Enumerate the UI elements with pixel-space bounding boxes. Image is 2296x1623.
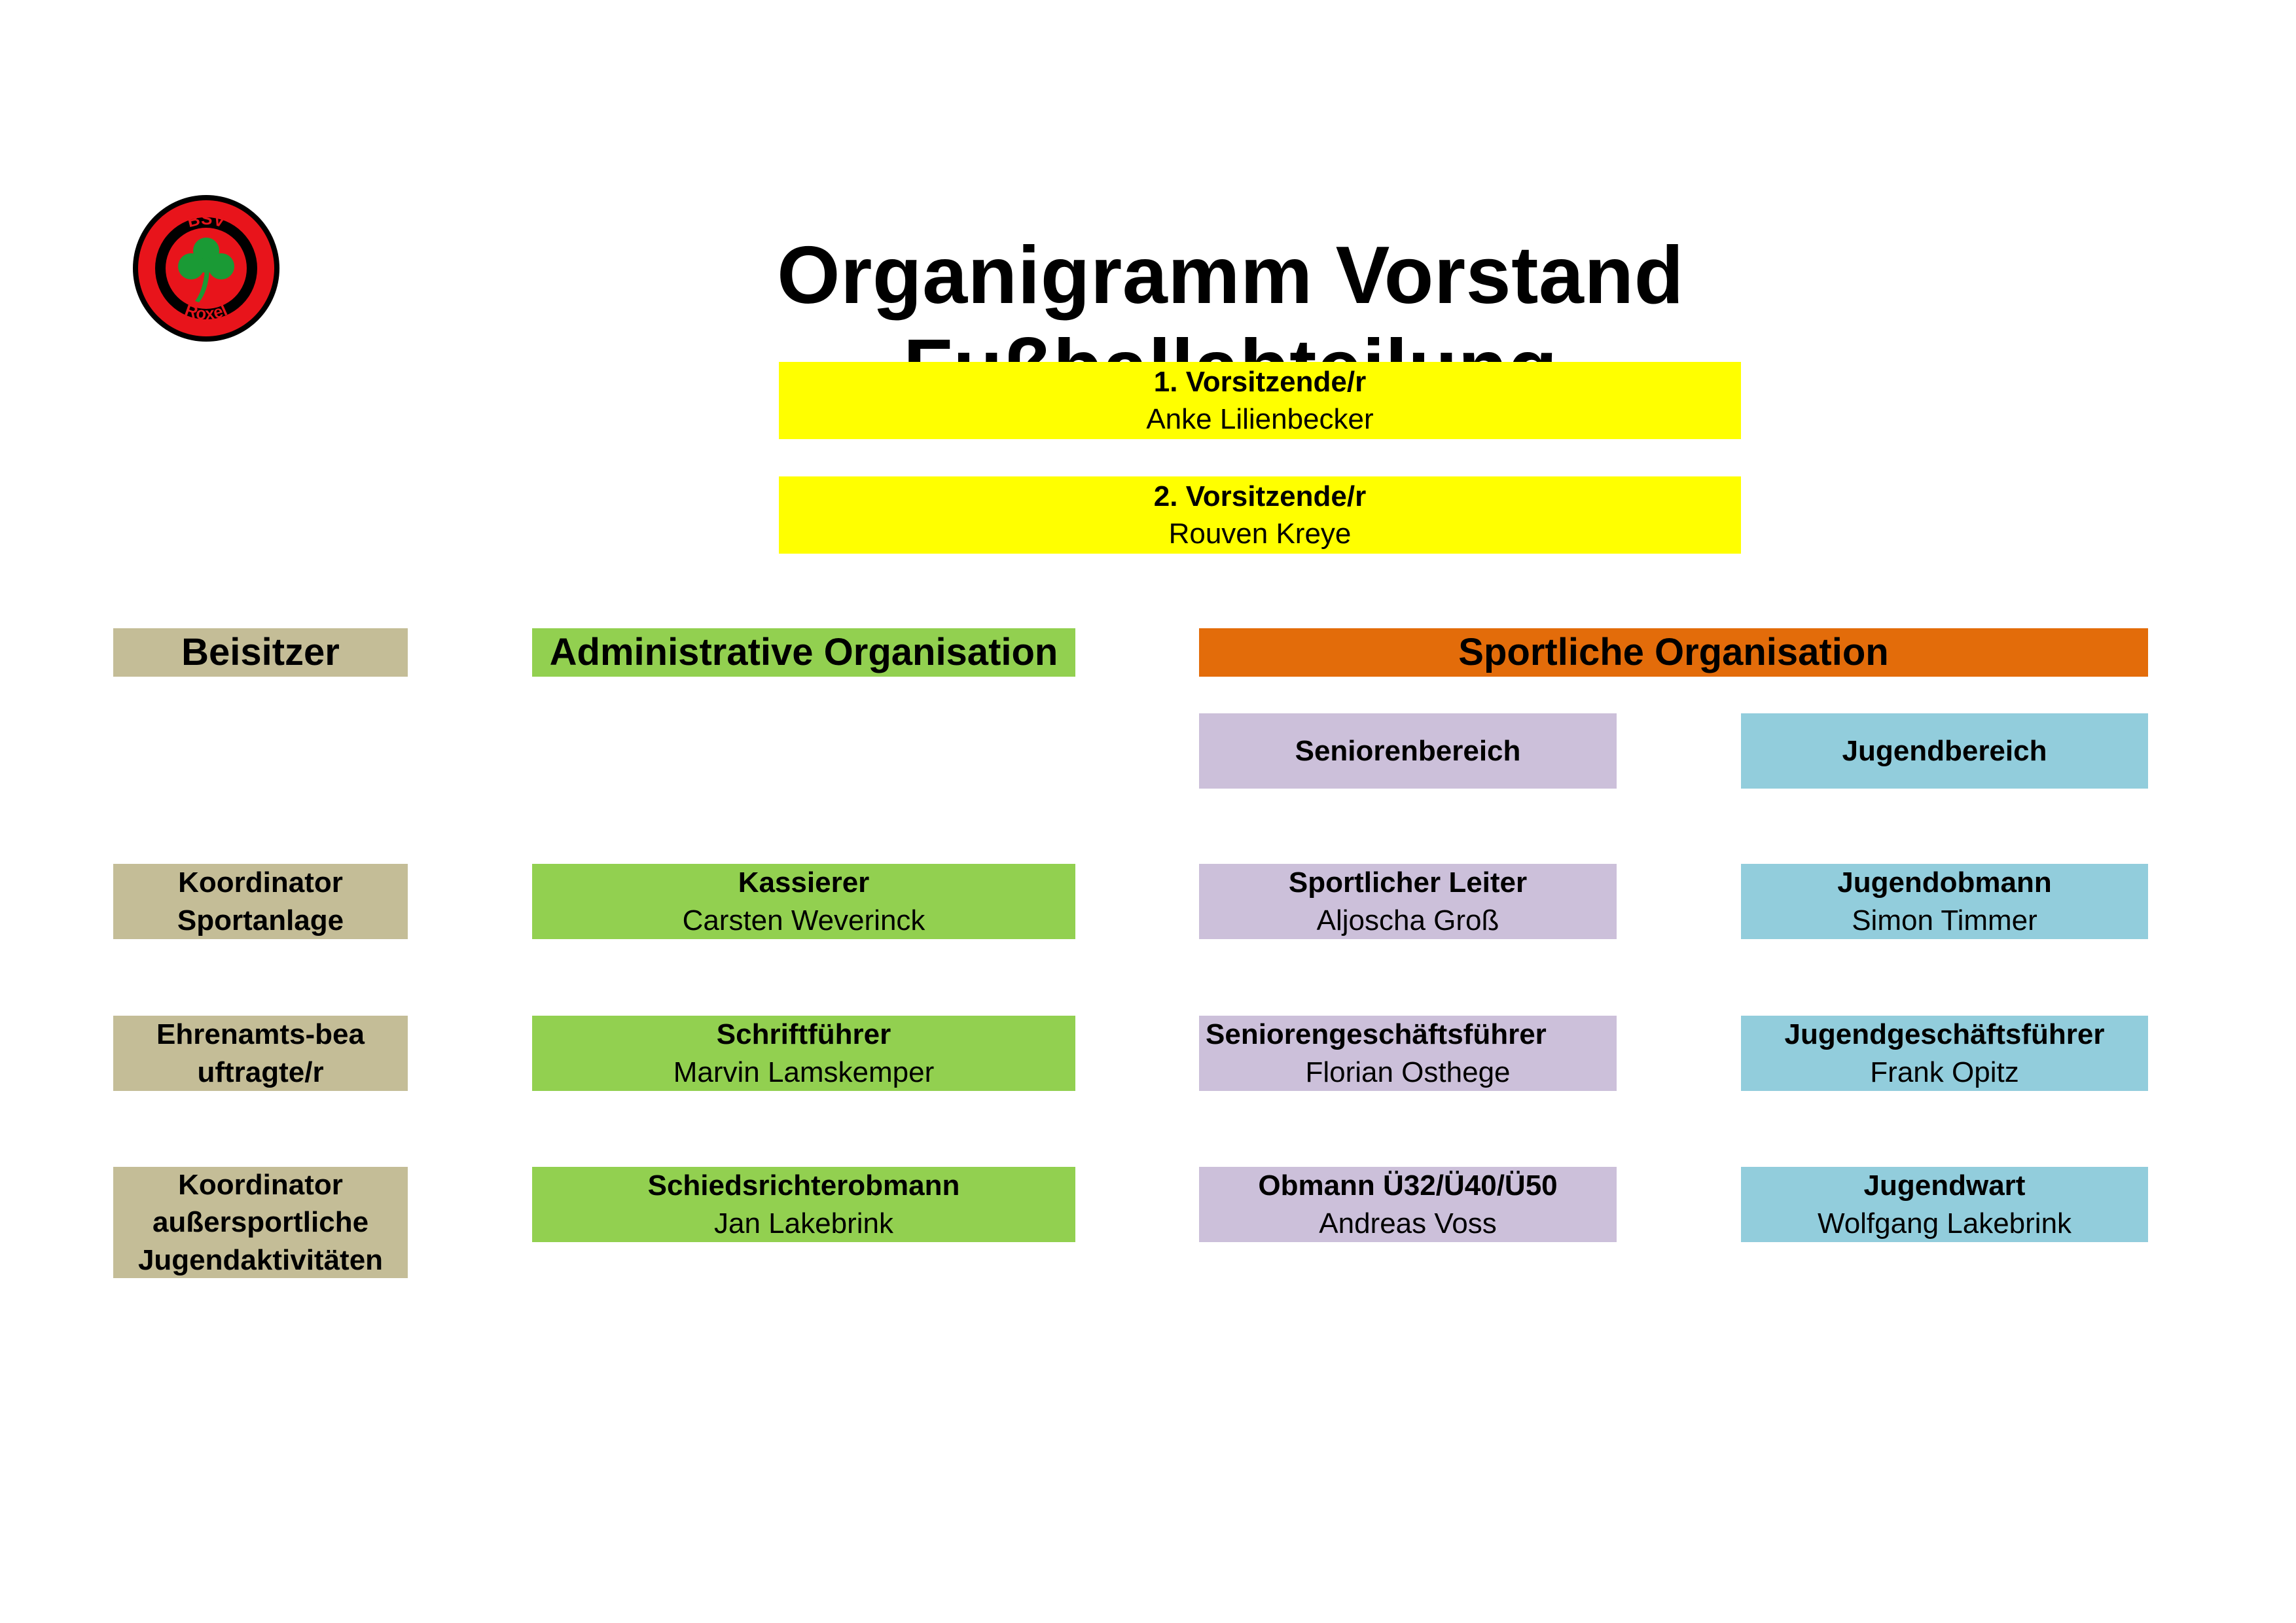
senior-item-name: Aljoscha Groß <box>1316 904 1499 936</box>
chair-2-name: Rouven Kreye <box>1168 518 1352 550</box>
youth-item-name: Wolfgang Lakebrink <box>1817 1207 2072 1240</box>
admin-item-role: Schriftführer <box>716 1018 891 1051</box>
youth-item: Jugendobmann Simon Timmer <box>1741 864 2148 939</box>
beisitzer-header: Beisitzer <box>113 628 408 677</box>
youth-item: Jugendwart Wolfgang Lakebrink <box>1741 1167 2148 1242</box>
senior-item-role: Obmann Ü32/Ü40/Ü50 <box>1258 1169 1558 1202</box>
logo-top-text: BSV <box>185 209 228 232</box>
sport-header: Sportliche Organisation <box>1199 628 2148 677</box>
beisitzer-item-label: Ehrenamts-beauftragte/r <box>156 1018 365 1088</box>
senior-item-role: Seniorengeschäftsführer <box>1206 1018 1547 1051</box>
chair-2-role: 2. Vorsitzende/r <box>1153 480 1367 512</box>
youth-item-name: Frank Opitz <box>1870 1056 2019 1088</box>
svg-text:BSV: BSV <box>185 209 228 232</box>
chair-1-name: Anke Lilienbecker <box>1146 403 1374 435</box>
admin-item-name: Marvin Lamskemper <box>673 1056 935 1088</box>
senior-item: Sportlicher Leiter Aljoscha Groß <box>1199 864 1617 939</box>
youth-header: Jugendbereich <box>1741 713 2148 789</box>
beisitzer-item-label: Koordinator außersportliche Jugendaktivi… <box>137 1169 384 1276</box>
admin-item: Schiedsrichterobmann Jan Lakebrink <box>532 1167 1075 1242</box>
admin-header: Administrative Organisation <box>532 628 1075 677</box>
admin-item-role: Schiedsrichterobmann <box>647 1169 960 1202</box>
admin-item-role: Kassierer <box>738 866 870 899</box>
beisitzer-item: Koordinator Sportanlage <box>113 864 408 939</box>
senior-header: Seniorenbereich <box>1199 713 1617 789</box>
youth-item-role: Jugendobmann <box>1837 866 2052 899</box>
admin-item-name: Jan Lakebrink <box>714 1207 893 1240</box>
senior-item: Seniorengeschäftsführer Florian Osthege <box>1199 1016 1617 1091</box>
senior-item-role: Sportlicher Leiter <box>1288 866 1528 899</box>
club-logo: BSV Roxel <box>131 193 281 344</box>
youth-item-role: Jugendgeschäftsführer <box>1784 1018 2105 1051</box>
admin-item-name: Carsten Weverinck <box>682 904 925 936</box>
beisitzer-item-label: Koordinator Sportanlage <box>177 866 344 936</box>
beisitzer-item: Koordinator außersportliche Jugendaktivi… <box>113 1167 408 1278</box>
admin-item: Schriftführer Marvin Lamskemper <box>532 1016 1075 1091</box>
senior-item: Obmann Ü32/Ü40/Ü50 Andreas Voss <box>1199 1167 1617 1242</box>
chair-2-box: 2. Vorsitzende/r Rouven Kreye <box>779 476 1741 554</box>
admin-item: Kassierer Carsten Weverinck <box>532 864 1075 939</box>
club-logo-graphic: BSV Roxel <box>133 195 279 342</box>
chair-1-box: 1. Vorsitzende/r Anke Lilienbecker <box>779 362 1741 439</box>
youth-item: Jugendgeschäftsführer Frank Opitz <box>1741 1016 2148 1091</box>
senior-item-name: Andreas Voss <box>1319 1207 1497 1240</box>
beisitzer-item: Ehrenamts-beauftragte/r <box>113 1016 408 1091</box>
senior-item-name: Florian Osthege <box>1305 1056 1511 1088</box>
youth-item-name: Simon Timmer <box>1852 904 2037 936</box>
shamrock-icon <box>178 238 234 302</box>
chair-1-role: 1. Vorsitzende/r <box>1153 365 1367 398</box>
youth-item-role: Jugendwart <box>1863 1169 2026 1202</box>
